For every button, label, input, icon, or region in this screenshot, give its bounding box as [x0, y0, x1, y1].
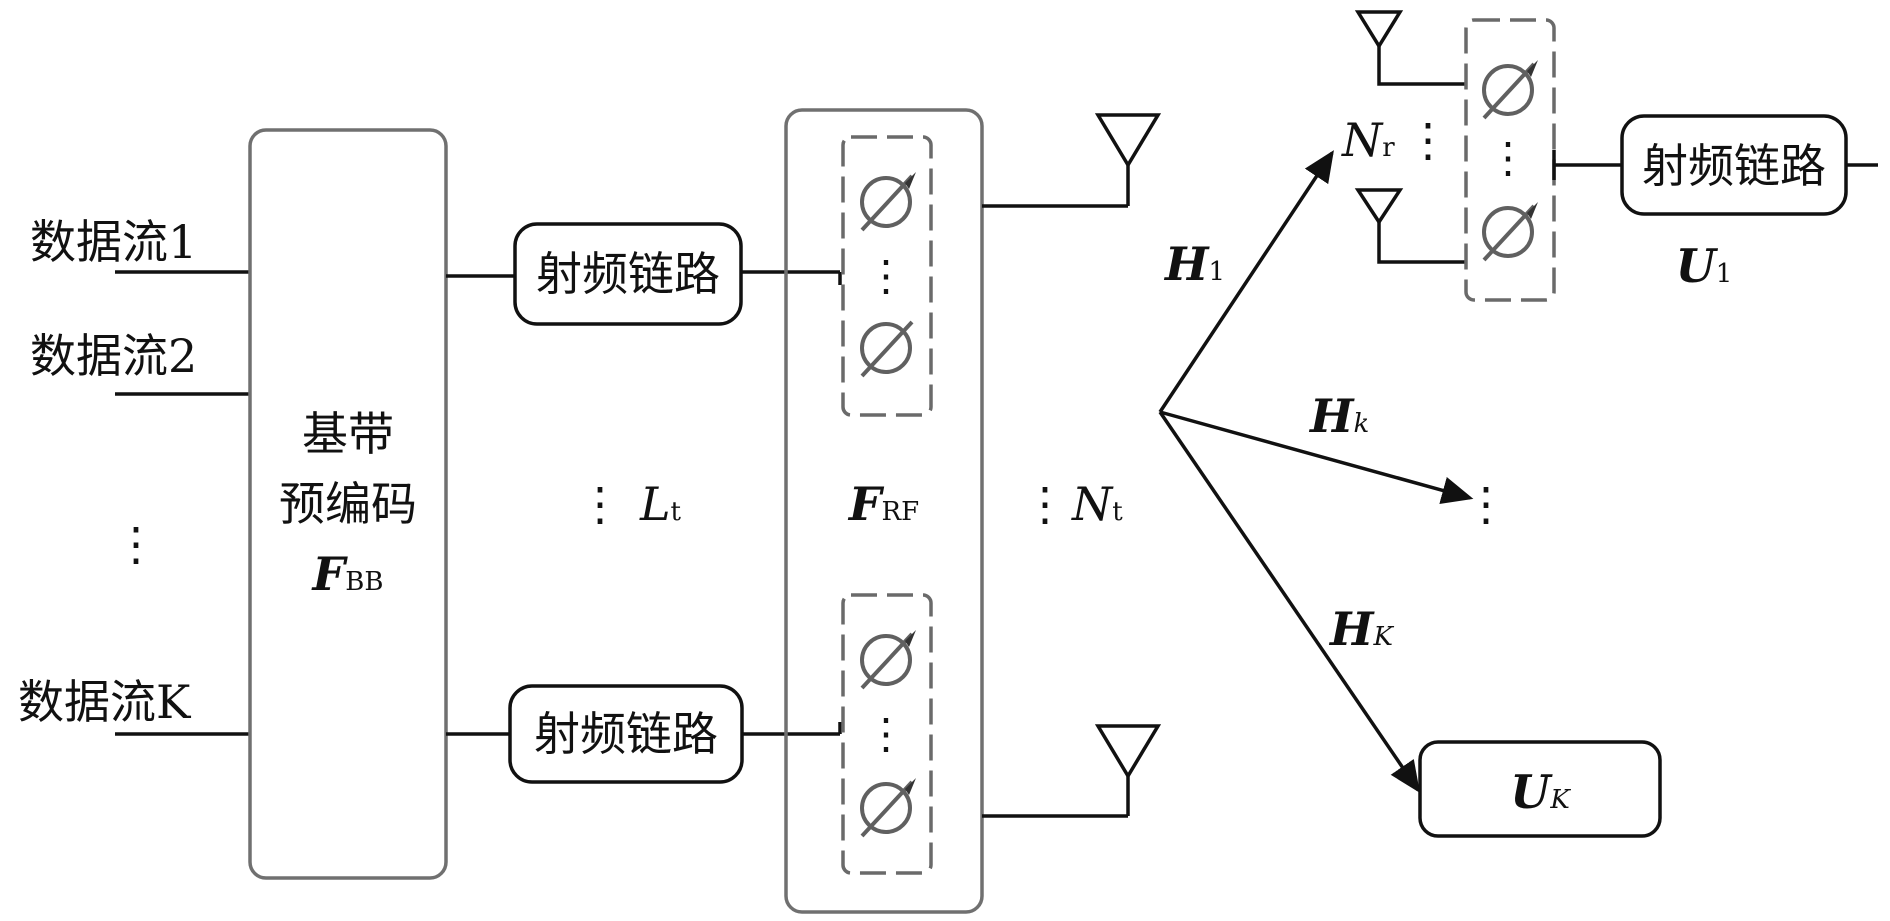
- lt-label: Lt: [639, 477, 682, 531]
- user-ellipsis: ⋮: [1463, 477, 1509, 531]
- fbb-symbol: FBB: [311, 547, 384, 601]
- shifter-group-bottom: [841, 593, 933, 875]
- baseband-precoder-block: [248, 128, 448, 880]
- phase-shifter-icon: [1482, 60, 1538, 120]
- channel-arrow-hK: [1158, 411, 1420, 793]
- phase-shifter-icon: [860, 172, 916, 232]
- user-k-box: [1418, 740, 1662, 838]
- shifter-group-top: [841, 135, 933, 417]
- user1-rf-chain-label: 射频链路: [1642, 139, 1826, 193]
- rf-chain-top-label: 射频链路: [536, 247, 720, 301]
- stream-k-label: 数据流K: [18, 675, 192, 729]
- stream-2-label: 数据流2: [30, 329, 197, 383]
- rf-chain-top: [513, 222, 743, 326]
- channel-arrow-hk: [1159, 410, 1474, 505]
- nr-label: Nr: [1341, 113, 1395, 167]
- rx-antenna-top-feed: [1377, 46, 1466, 86]
- precoder-label-line1: 基带: [302, 407, 394, 461]
- channel-h1-label: H1: [1163, 237, 1225, 291]
- phase-shifter-icon: [860, 630, 916, 690]
- nr-ellipsis: ⋮: [1405, 113, 1451, 167]
- user-k-label: UK: [1510, 765, 1571, 819]
- user1-shifter-ellipsis: ⋮: [1487, 133, 1529, 182]
- frf-label: FRF: [847, 477, 919, 531]
- user1-label: U1: [1676, 239, 1733, 293]
- precoder-label-line2: 预编码: [279, 477, 417, 531]
- lt-ellipsis: ⋮: [577, 477, 623, 531]
- channel-arrow-h1: [1158, 150, 1334, 413]
- phase-shifter-icon: [860, 320, 914, 378]
- rf-chain-bottom-label: 射频链路: [534, 707, 718, 761]
- rx-antenna-top-icon: [1354, 10, 1404, 50]
- tx-antenna-bottom-icon: [1094, 724, 1162, 780]
- tx-antenna-top-icon: [1094, 113, 1162, 169]
- nt-label: Nt: [1071, 477, 1123, 531]
- shifter-top-ellipsis: ⋮: [865, 251, 907, 300]
- stream-1-label: 数据流1: [30, 215, 197, 269]
- phase-shifter-icon: [1482, 202, 1538, 262]
- analog-precoder-block: [784, 108, 984, 914]
- nt-ellipsis: ⋮: [1022, 477, 1068, 531]
- channel-hk-label: Hk: [1308, 389, 1369, 443]
- rx-antenna-bottom-icon: [1354, 188, 1404, 226]
- shifter-bottom-ellipsis: ⋮: [865, 709, 907, 758]
- channel-hK-label: HK: [1328, 602, 1394, 656]
- stream-ellipsis: ⋮: [113, 517, 159, 571]
- rx-antenna-bottom-feed: [1377, 222, 1466, 264]
- phase-shifter-icon: [860, 778, 916, 838]
